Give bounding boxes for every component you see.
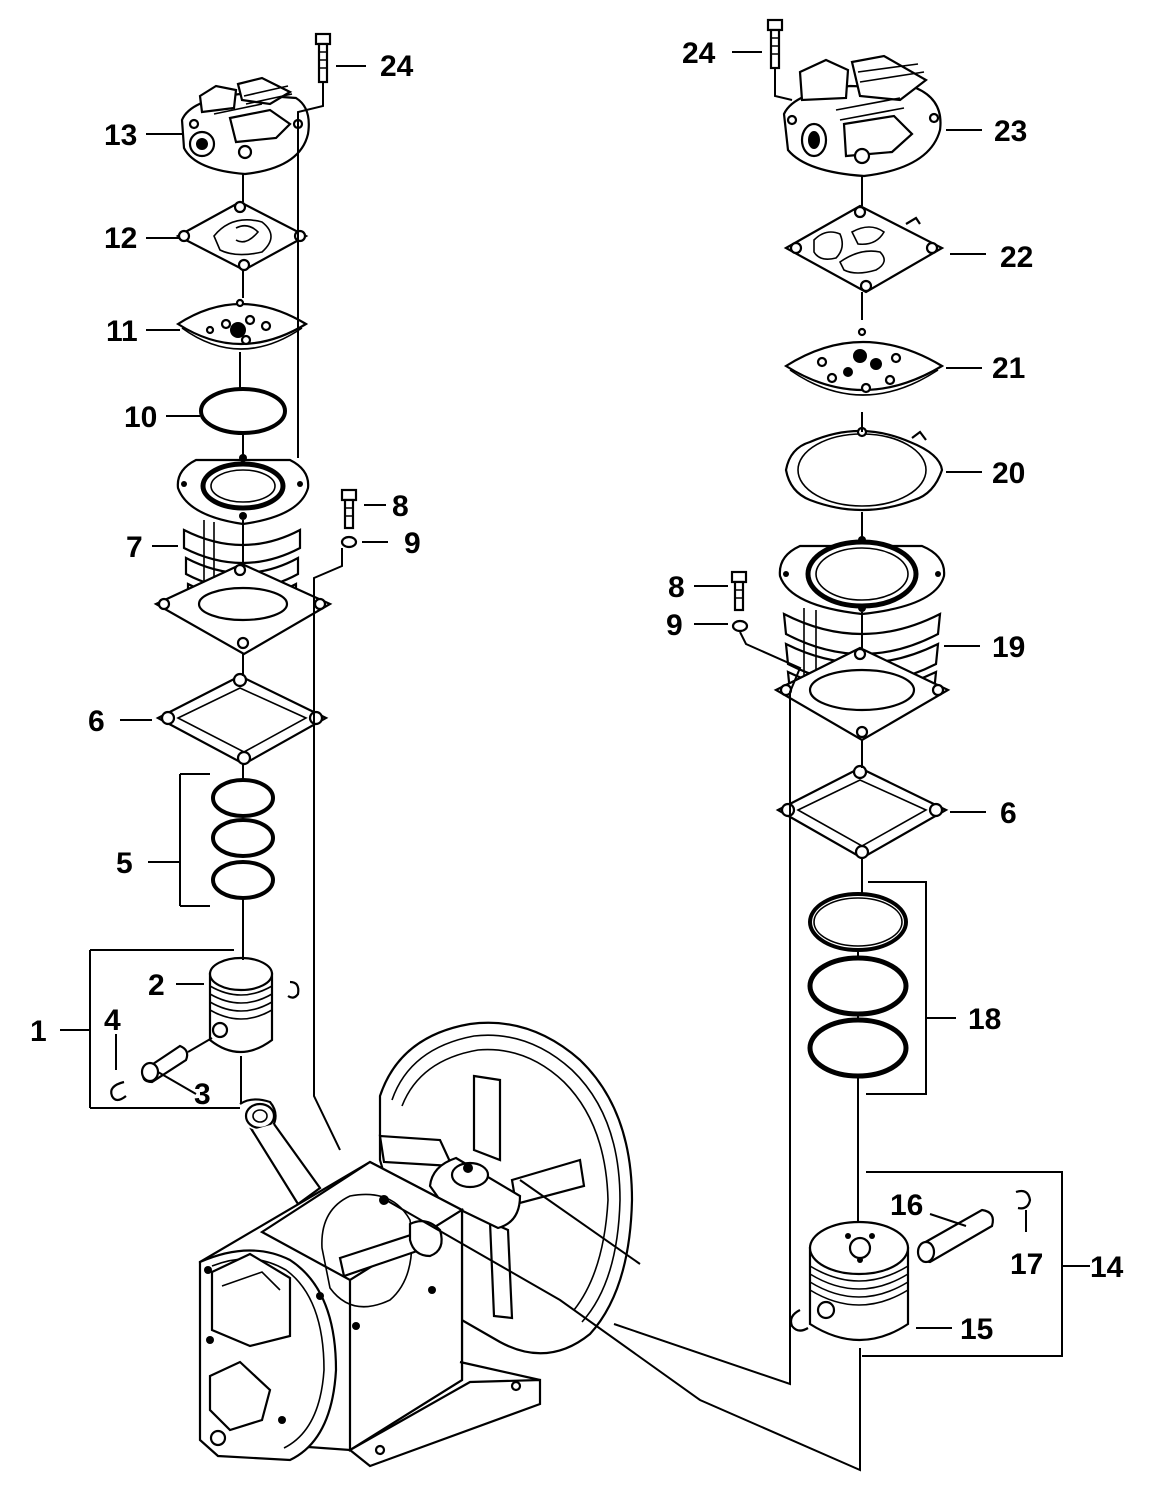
cylinder-head-23 [782, 54, 942, 178]
washer-9-left [340, 535, 358, 549]
label-left-6: 6 [88, 705, 105, 738]
label-right-19: 19 [992, 631, 1025, 664]
label-left-12: 12 [104, 222, 137, 255]
gasket-20 [784, 426, 944, 512]
cylinder-19 [773, 536, 951, 742]
piston-15 [789, 1220, 910, 1341]
label-left-3: 3 [194, 1078, 211, 1111]
valve-gasket-22 [783, 204, 945, 294]
label-right-8: 8 [668, 571, 685, 604]
callout-labels: 24 13 12 11 10 7 8 9 6 5 2 1 4 3 24 23 2… [30, 37, 1124, 1346]
label-left-9: 9 [404, 527, 421, 560]
piston-2 [208, 956, 300, 1053]
bolt-8-right [730, 570, 748, 612]
piston-rings-5 [211, 778, 275, 900]
label-left-10: 10 [124, 401, 157, 434]
o-ring-10 [199, 387, 287, 435]
cylinder-7 [153, 454, 333, 656]
label-left-4: 4 [104, 1004, 121, 1037]
label-left-7: 7 [126, 531, 143, 564]
cylinder-head-13 [180, 76, 310, 176]
base-gasket-6-left [155, 672, 329, 766]
label-left-13: 13 [104, 119, 137, 152]
label-right-23: 23 [994, 115, 1027, 148]
clip-17 [1015, 1189, 1032, 1210]
label-right-24: 24 [682, 37, 716, 70]
clip-4 [110, 1080, 127, 1102]
washer-9-right [731, 619, 749, 633]
label-right-15: 15 [960, 1313, 993, 1346]
label-right-18: 18 [968, 1003, 1001, 1036]
label-right-16: 16 [890, 1189, 923, 1222]
label-right-20: 20 [992, 457, 1025, 490]
bolt-8-left [340, 488, 358, 530]
connecting-rod-left [239, 1098, 322, 1206]
wrist-pin-16 [916, 1208, 994, 1264]
label-left-1: 1 [30, 1015, 47, 1048]
label-right-6: 6 [1000, 797, 1017, 830]
label-right-17: 17 [1010, 1248, 1043, 1281]
base-gasket-6-right [775, 764, 949, 860]
leader-lines [60, 51, 1090, 1472]
end-cover [198, 1249, 338, 1462]
label-right-9: 9 [666, 609, 683, 642]
bolt-24-left [314, 32, 332, 84]
label-left-5: 5 [116, 847, 133, 880]
valve-plate-11 [175, 298, 309, 350]
label-left-2: 2 [148, 969, 165, 1002]
label-right-22: 22 [1000, 241, 1033, 274]
piston-rings-18 [807, 892, 909, 1079]
bolt-24-right [766, 18, 784, 70]
label-left-8: 8 [392, 490, 409, 523]
label-left-11: 11 [106, 315, 138, 348]
label-right-14: 14 [1090, 1251, 1124, 1284]
label-left-24: 24 [380, 50, 414, 83]
valve-plate-21 [783, 327, 945, 396]
valve-gasket-12 [175, 200, 309, 272]
crankshaft [428, 1156, 522, 1230]
label-right-21: 21 [992, 352, 1025, 385]
